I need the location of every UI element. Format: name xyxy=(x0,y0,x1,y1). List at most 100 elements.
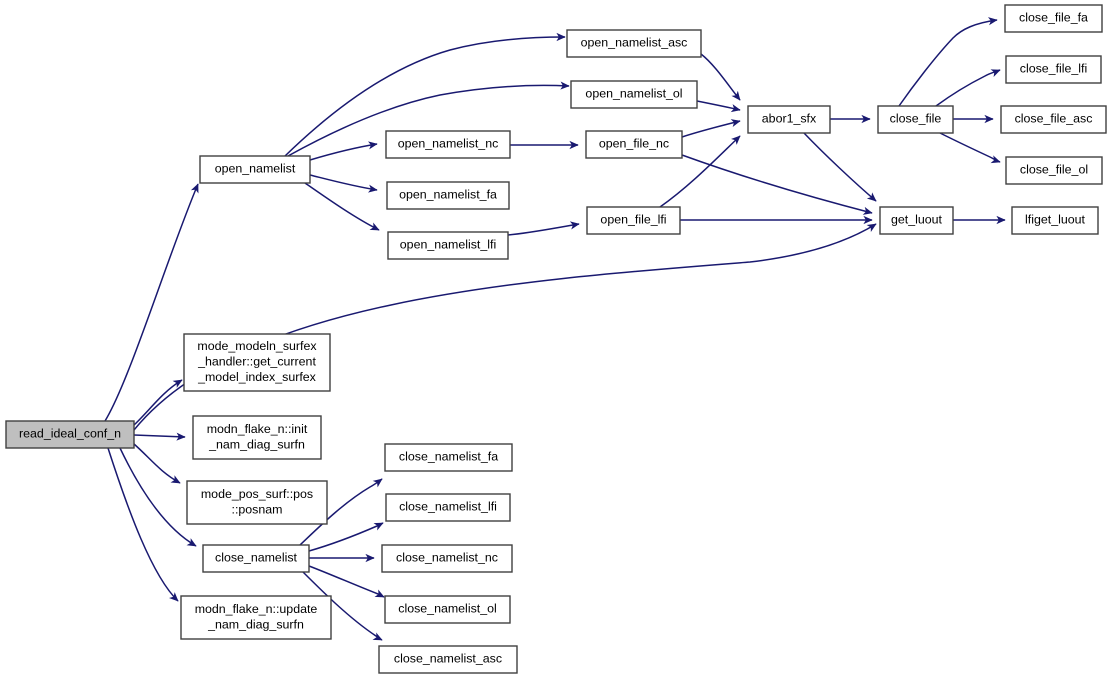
node-label-close_namelist_fa: close_namelist_fa xyxy=(399,450,498,464)
node-box-get_luout[interactable] xyxy=(879,206,954,235)
node-box-close_file_fa[interactable] xyxy=(1004,4,1103,33)
node-label-close_file_lfi: close_file_lfi xyxy=(1020,62,1088,76)
node-close_file_fa[interactable]: close_file_fa xyxy=(1004,4,1103,33)
node-label-close_file_fa: close_file_fa xyxy=(1019,11,1088,25)
node-label-open_namelist_asc: open_namelist_asc xyxy=(581,36,688,50)
edge-read_ideal_conf_n-to-mode_pos_surf_posnam xyxy=(133,443,181,484)
node-label-modn_flake_n_init: modn_flake_n::init_nam_diag_surfn xyxy=(207,422,308,452)
edge-close_file-to-close_file_lfi xyxy=(935,69,1001,107)
node-box-close_namelist_lfi[interactable] xyxy=(385,493,511,522)
node-lfiget_luout[interactable]: lfiget_luout xyxy=(1011,206,1099,235)
node-open_namelist_ol[interactable]: open_namelist_ol xyxy=(570,80,698,109)
node-box-abor1_sfx[interactable] xyxy=(747,105,831,134)
edge-close_namelist-to-close_namelist_fa xyxy=(299,478,383,546)
node-close_namelist_fa[interactable]: close_namelist_fa xyxy=(384,443,513,472)
node-box-modn_flake_n_update[interactable] xyxy=(180,595,332,640)
node-label-close_namelist_asc: close_namelist_asc xyxy=(394,652,502,666)
node-box-mode_modeln_surfex_handler[interactable] xyxy=(183,333,331,392)
node-close_namelist_lfi[interactable]: close_namelist_lfi xyxy=(385,493,511,522)
node-box-close_file_lfi[interactable] xyxy=(1005,55,1102,84)
node-label-close_file: close_file xyxy=(890,112,942,126)
node-box-open_namelist_asc[interactable] xyxy=(566,29,702,58)
edge-close_namelist-to-close_namelist_lfi xyxy=(308,522,384,552)
node-box-close_file_ol[interactable] xyxy=(1005,156,1103,185)
node-label-close_namelist: close_namelist xyxy=(215,551,298,565)
edge-read_ideal_conf_n-to-modn_flake_n_update xyxy=(107,447,179,602)
node-label-close_file_asc: close_file_asc xyxy=(1015,112,1093,126)
node-box-close_namelist_fa[interactable] xyxy=(384,443,513,472)
node-box-close_namelist_asc[interactable] xyxy=(378,645,518,674)
edge-close_file-to-close_file_ol xyxy=(939,132,1001,164)
node-open_namelist[interactable]: open_namelist xyxy=(199,155,311,184)
edge-open_namelist_ol-to-abor1_sfx xyxy=(696,100,741,113)
node-box-open_namelist_ol[interactable] xyxy=(570,80,698,109)
node-open_file_lfi[interactable]: open_file_lfi xyxy=(586,206,681,235)
node-label-read_ideal_conf_n: read_ideal_conf_n xyxy=(19,427,121,441)
node-box-close_namelist[interactable] xyxy=(202,544,310,573)
edge-close_namelist-to-close_namelist_ol xyxy=(308,565,385,598)
edge-open_file_nc-to-get_luout xyxy=(681,154,873,215)
node-label-close_file_ol: close_file_ol xyxy=(1020,163,1088,177)
node-open_file_nc[interactable]: open_file_nc xyxy=(585,130,683,159)
node-box-close_file[interactable] xyxy=(877,105,954,134)
node-close_namelist[interactable]: close_namelist xyxy=(202,544,310,573)
edge-read_ideal_conf_n-to-open_namelist xyxy=(104,183,199,422)
node-label-close_namelist_ol: close_namelist_ol xyxy=(398,602,497,616)
node-close_namelist_nc[interactable]: close_namelist_nc xyxy=(381,544,513,573)
edge-open_namelist-to-open_namelist_ol xyxy=(287,81,570,157)
node-open_namelist_lfi[interactable]: open_namelist_lfi xyxy=(387,231,509,260)
node-modn_flake_n_init[interactable]: modn_flake_n::init_nam_diag_surfn xyxy=(192,415,322,460)
node-label-open_file_nc: open_file_nc xyxy=(599,137,669,151)
node-open_namelist_nc[interactable]: open_namelist_nc xyxy=(385,130,511,159)
node-mode_pos_surf_posnam[interactable]: mode_pos_surf::pos::posnam xyxy=(186,480,328,525)
node-box-open_file_nc[interactable] xyxy=(585,130,683,159)
edge-open_namelist-to-open_namelist_nc xyxy=(309,141,378,161)
node-read_ideal_conf_n[interactable]: read_ideal_conf_n xyxy=(5,420,135,449)
edge-abor1_sfx-to-get_luout xyxy=(803,132,877,202)
edge-open_namelist-to-open_namelist_lfi xyxy=(304,182,380,231)
node-box-close_namelist_nc[interactable] xyxy=(381,544,513,573)
node-box-open_file_lfi[interactable] xyxy=(586,206,681,235)
node-label-open_namelist_lfi: open_namelist_lfi xyxy=(400,238,496,252)
node-label-modn_flake_n_update: modn_flake_n::update_nam_diag_surfn xyxy=(195,602,318,632)
edge-open_namelist-to-open_namelist_asc xyxy=(284,32,566,157)
node-close_file_lfi[interactable]: close_file_lfi xyxy=(1005,55,1102,84)
node-label-get_luout: get_luout xyxy=(891,213,943,227)
node-open_namelist_fa[interactable]: open_namelist_fa xyxy=(386,181,510,210)
node-box-close_file_asc[interactable] xyxy=(1000,105,1107,134)
node-label-mode_pos_surf_posnam: mode_pos_surf::pos::posnam xyxy=(201,487,313,517)
node-label-open_namelist_nc: open_namelist_nc xyxy=(398,137,499,151)
node-label-mode_modeln_surfex_handler: mode_modeln_surfex_handler::get_current_… xyxy=(197,339,317,384)
node-label-open_file_lfi: open_file_lfi xyxy=(600,213,666,227)
node-open_namelist_asc[interactable]: open_namelist_asc xyxy=(566,29,702,58)
node-box-open_namelist_lfi[interactable] xyxy=(387,231,509,260)
edge-read_ideal_conf_n-to-mode_modeln_surfex_handler xyxy=(133,379,183,426)
node-close_file_ol[interactable]: close_file_ol xyxy=(1005,156,1103,185)
node-box-read_ideal_conf_n[interactable] xyxy=(5,420,135,449)
edge-open_file_nc-to-abor1_sfx xyxy=(681,119,741,138)
node-close_file_asc[interactable]: close_file_asc xyxy=(1000,105,1107,134)
node-box-close_namelist_ol[interactable] xyxy=(384,595,511,624)
node-label-open_namelist: open_namelist xyxy=(215,162,296,176)
node-label-abor1_sfx: abor1_sfx xyxy=(762,112,817,126)
edge-read_ideal_conf_n-to-modn_flake_n_init xyxy=(133,432,186,441)
node-label-close_namelist_lfi: close_namelist_lfi xyxy=(399,500,497,514)
node-box-mode_pos_surf_posnam[interactable] xyxy=(186,480,328,525)
node-close_namelist_asc[interactable]: close_namelist_asc xyxy=(378,645,518,674)
node-close_namelist_ol[interactable]: close_namelist_ol xyxy=(384,595,511,624)
edge-open_file_lfi-to-abor1_sfx xyxy=(659,135,741,208)
node-close_file[interactable]: close_file xyxy=(877,105,954,134)
node-label-close_namelist_nc: close_namelist_nc xyxy=(396,551,498,565)
edge-close_file-to-close_file_fa xyxy=(898,17,998,107)
node-get_luout[interactable]: get_luout xyxy=(879,206,954,235)
node-box-lfiget_luout[interactable] xyxy=(1011,206,1099,235)
edge-close_namelist-to-close_namelist_asc xyxy=(302,571,383,641)
node-box-open_namelist_fa[interactable] xyxy=(386,181,510,210)
node-abor1_sfx[interactable]: abor1_sfx xyxy=(747,105,831,134)
node-box-open_namelist[interactable] xyxy=(199,155,311,184)
node-modn_flake_n_update[interactable]: modn_flake_n::update_nam_diag_surfn xyxy=(180,595,332,640)
node-box-modn_flake_n_init[interactable] xyxy=(192,415,322,460)
node-mode_modeln_surfex_handler[interactable]: mode_modeln_surfex_handler::get_current_… xyxy=(183,333,331,392)
node-box-open_namelist_nc[interactable] xyxy=(385,130,511,159)
